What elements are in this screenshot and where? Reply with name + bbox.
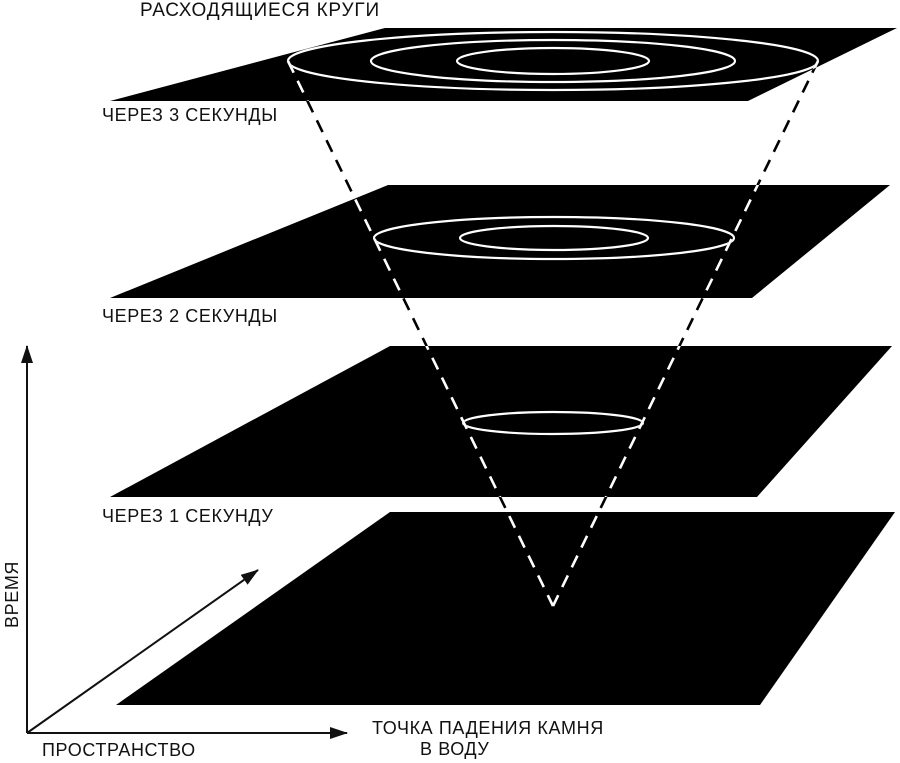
- space-axis-label: ПРОСТРАНСТВО: [42, 740, 196, 760]
- ripple-2s-inner: [458, 224, 650, 252]
- plane-after-3-seconds: [110, 28, 897, 101]
- impact-point-label-line2: В ВОДУ: [420, 739, 489, 759]
- ripple-2s-outer: [372, 215, 736, 261]
- ripple-3s-middle: [369, 38, 737, 84]
- label-after-1-second: ЧЕРЕЗ 1 СЕКУНДУ: [102, 506, 273, 526]
- label-after-2-seconds: ЧЕРЕЗ 2 СЕКУНДЫ: [102, 306, 278, 326]
- time-axis-label: ВРЕМЯ: [2, 561, 22, 628]
- plane-after-2-seconds: [110, 185, 890, 298]
- space-axis-arrow: [26, 569, 259, 734]
- plane-after-1-second: [110, 346, 892, 497]
- impact-point-label-line1: ТОЧКА ПАДЕНИЯ КАМНЯ: [372, 718, 604, 738]
- plane-impact: [116, 512, 895, 705]
- diagram-title: РАСХОДЯЩИЕСЯ КРУГИ: [140, 0, 380, 21]
- ripple-3s-inner: [455, 46, 651, 76]
- label-after-3-seconds: ЧЕРЕЗ 3 СЕКУНДЫ: [102, 105, 278, 125]
